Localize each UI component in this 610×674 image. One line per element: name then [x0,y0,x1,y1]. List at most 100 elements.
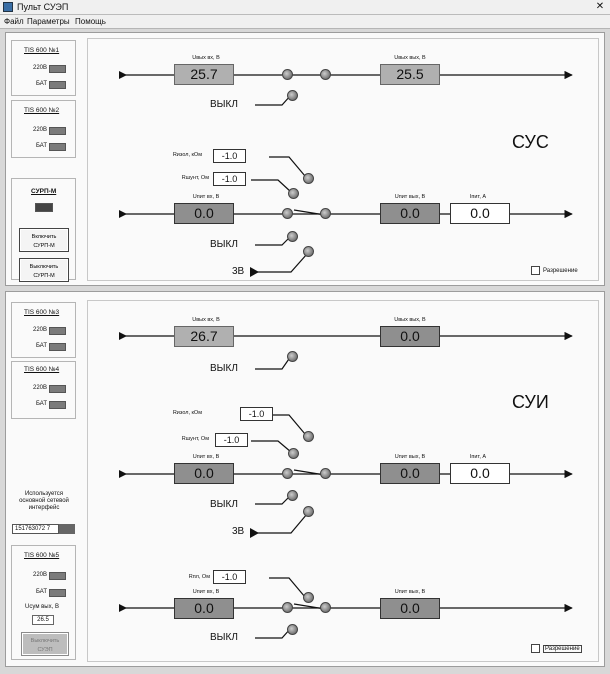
tis5-title: TIS 600 №5 [24,552,60,559]
sui-permission-checkbox[interactable] [531,644,540,653]
surp-off-button[interactable]: Выключить СУРП-М [19,258,69,282]
sus-rload-label: Rшунт, Ом [181,175,209,181]
sus-uin-value: 25.7 [174,64,234,85]
sui-uout-caption: Uвых вых, В [394,317,426,323]
sui-riso-node [303,431,314,442]
sus-uout-value: 25.5 [380,64,440,85]
tis2-bat-indicator [49,143,66,151]
tis2-title: TIS 600 №2 [24,107,60,114]
sus-riso-value: -1.0 [213,149,246,163]
sui-schematic [87,300,599,662]
tis2-220-label: 220В [32,127,47,133]
sui-system-label: СУИ [512,392,549,412]
window-titlebar: Пульт СУЭП ✕ [0,0,610,15]
sus-permission[interactable]: Разрешение [531,266,578,275]
window-title: Пульт СУЭП [17,2,69,12]
sui-rpl-value: -1.0 [213,570,246,584]
sui-upit-out-caption: Uпит вых, В [394,454,426,460]
sus-rload-value: -1.0 [213,172,246,186]
close-button[interactable]: ✕ [595,1,605,12]
sus-upit-out-caption: Uпит вых, В [394,194,426,200]
network-info: Используется основной сетевой интерфейс [19,491,69,511]
surp-on-button[interactable]: Включить СУРП-М [19,228,69,252]
sus-3v-label: 3В [232,266,245,277]
tis1-bat-label: БАТ [35,81,47,87]
sui-iout-caption: Iпит, А [469,454,487,460]
sus-top-off-node[interactable] [287,90,298,101]
tis5-220-indicator [49,572,66,580]
surp-title: СУРП-М [31,188,57,195]
sui-riso-label: Rизол, кОм [172,410,202,416]
sus-upit-in-caption: Uпит вх, В [192,194,220,200]
sus-schematic [87,38,599,281]
sui-mid-off-node[interactable] [287,490,298,501]
menu-parameters[interactable]: Параметры [27,17,70,26]
sui-rload-label: Rшунт, Ом [181,436,209,442]
sus-bottom-out-node [320,208,331,219]
tis4-220-indicator [49,385,66,393]
tis3-title: TIS 600 №3 [24,309,60,316]
menu-file[interactable]: Файл [4,17,24,26]
sui-uout-value: 0.0 [380,326,440,347]
tis1-220-label: 220В [32,65,47,71]
tis5-bat-indicator [49,589,66,597]
sui-3v-label: 3В [232,526,245,537]
sus-top-switch-node [282,69,293,80]
sui-rload-value: -1.0 [215,433,248,447]
sus-riso-label: Rизол, кОм [172,152,202,158]
sui-uin-value: 26.7 [174,326,234,347]
sui-upit-in-value: 0.0 [174,463,234,484]
tis2-220-indicator [49,127,66,135]
sui-top-off-label: ВЫКЛ [210,363,238,374]
sui-top-off-node[interactable] [287,351,298,362]
sui-u3-in-caption: Uпит вх, В [192,589,220,595]
network-counter: 151763072 7 [12,524,59,534]
sui-mid-off-label: ВЫКЛ [210,499,238,510]
app-icon [3,2,13,12]
sui-bot-off-node[interactable] [287,624,298,635]
menu-bar: Файл Параметры Помощь [0,15,610,29]
sui-3v-node [303,506,314,517]
sui-permission[interactable]: Разрешение [531,644,582,654]
sui-u3-out-value: 0.0 [380,598,440,619]
sus-top-out-node [320,69,331,80]
sui-permission-label: Разрешение [543,645,582,654]
sui-rpl-label: Rпл, Ом [188,574,210,580]
sus-rload-node [288,188,299,199]
tis1-220-indicator [49,65,66,73]
tis5-output-label: Uсум вых, В [25,604,59,610]
tis4-bat-indicator [49,401,66,409]
sus-permission-label: Разрешение [543,268,578,275]
tis3-220-indicator [49,327,66,335]
tis3-220-label: 220В [32,327,47,333]
sui-bot-out-node [320,602,331,613]
sus-system-label: СУС [512,132,549,152]
sus-permission-checkbox[interactable] [531,266,540,275]
menu-help[interactable]: Помощь [75,17,106,26]
sui-iout-value: 0.0 [450,463,510,484]
sui-rload-node [288,448,299,459]
sui-upit-in-caption: Uпит вх, В [192,454,220,460]
sus-iout-caption: Iпит, А [469,194,487,200]
sus-upit-out-value: 0.0 [380,203,440,224]
sui-bot-switch-node [282,602,293,613]
sus-bottom-off-node[interactable] [287,231,298,242]
tis4-220-label: 220В [32,385,47,391]
sus-iout-value: 0.0 [450,203,510,224]
shutdown-button[interactable]: Выключить СУЭП [21,632,69,656]
surp-indicator [35,203,53,212]
sus-uout-caption: Uвых вых, В [394,55,426,61]
sui-rpl-node [303,592,314,603]
tis4-title: TIS 600 №4 [24,366,60,373]
sui-mid-out-node [320,468,331,479]
tis5-220-label: 220В [32,572,47,578]
sui-u3-in-value: 0.0 [174,598,234,619]
sui-riso-value: -1.0 [240,407,273,421]
tis1-bat-indicator [49,81,66,89]
sus-uin-caption: Uвых вх, В [192,55,220,61]
sui-upit-out-value: 0.0 [380,463,440,484]
tis2-bat-label: БАТ [35,143,47,149]
tis4-bat-label: БАТ [35,401,47,407]
sus-upit-in-value: 0.0 [174,203,234,224]
